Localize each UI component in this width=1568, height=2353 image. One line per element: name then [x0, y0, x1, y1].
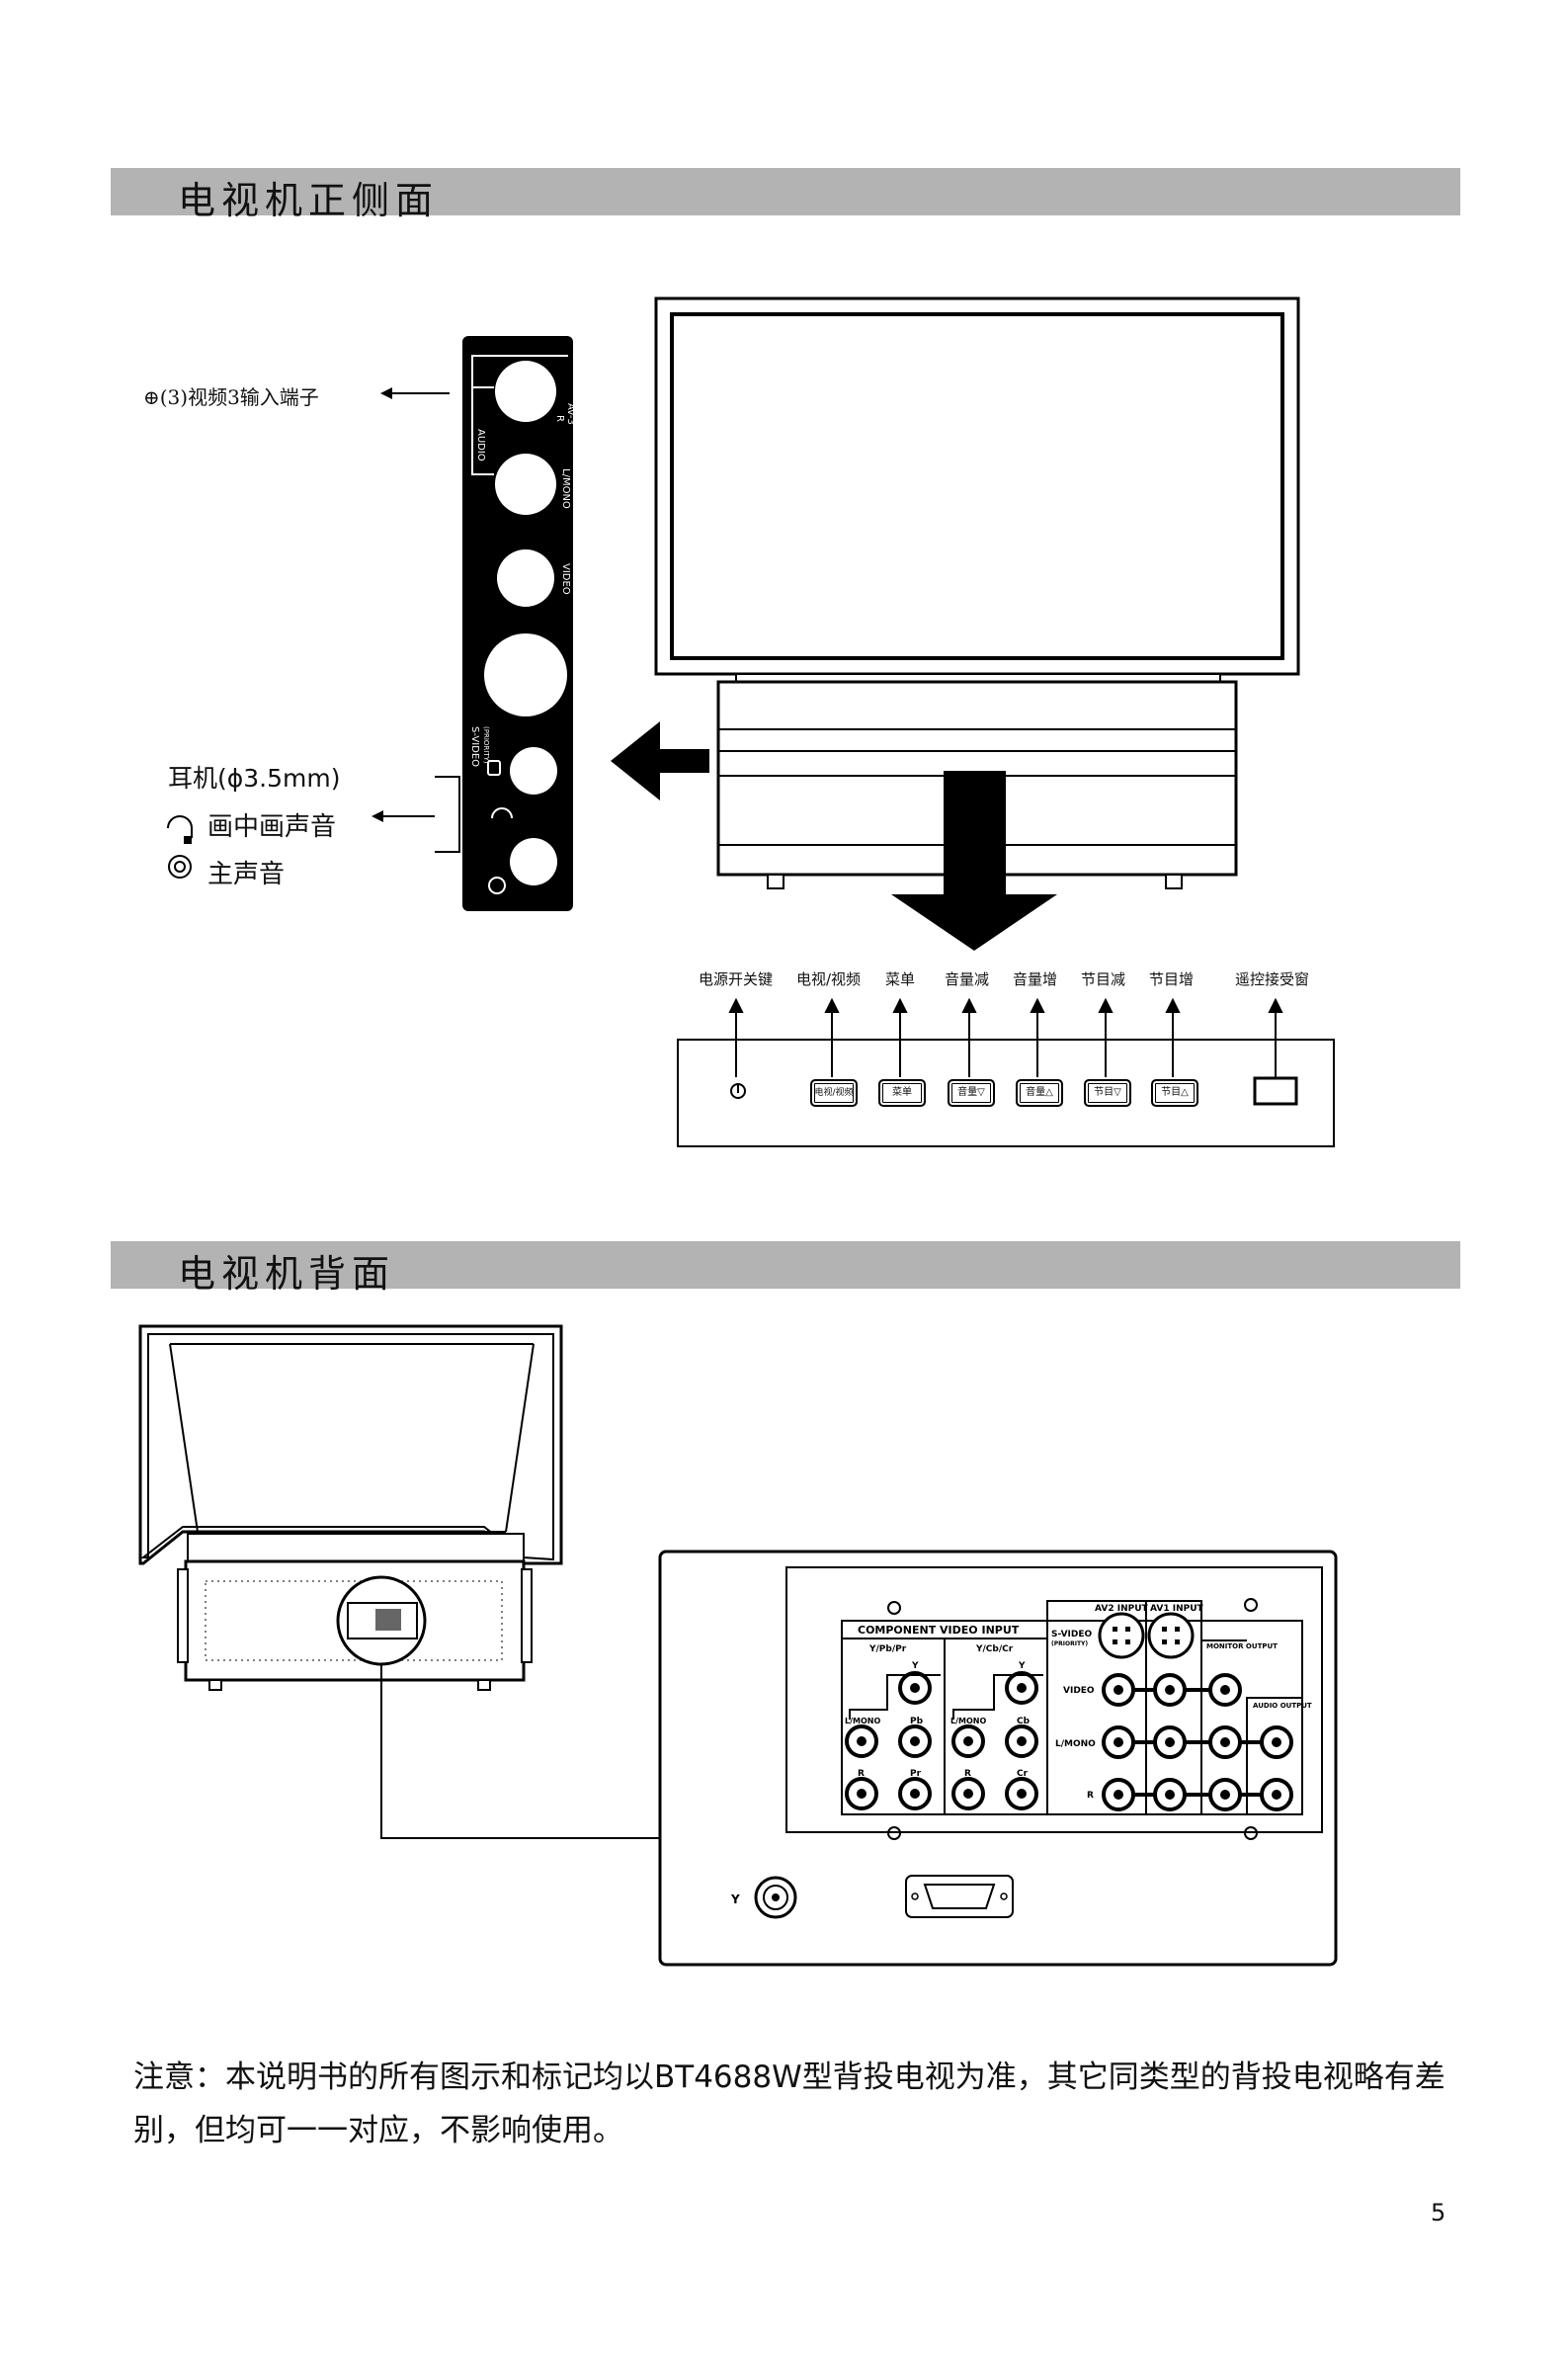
ypbpr-text: Y/Pb/Pr — [868, 1644, 907, 1654]
av2-svideo-jack — [1098, 1612, 1145, 1659]
y1-text: Y — [911, 1661, 919, 1671]
left-arrow-icon — [611, 721, 709, 800]
label-power: 电源开关键 — [699, 970, 774, 988]
main-headphone-icon — [488, 877, 506, 894]
menu-button[interactable]: 菜单 — [878, 1079, 926, 1107]
r1-text: R — [858, 1769, 865, 1779]
tv-screen — [670, 312, 1284, 660]
rear-diagram: COMPONENT VIDEO INPUT Y/Pb/Pr Y/Cb/Cr Y … — [138, 1324, 1338, 1967]
av1-svideo-jack — [1147, 1612, 1195, 1659]
label-ch-up: 节目增 — [1149, 970, 1195, 988]
panel-av3-text: Av-3 — [565, 403, 576, 425]
cr-text: Cr — [1017, 1769, 1029, 1779]
usage-note: 注意：本说明书的所有图示和标记均以BT4688W型背投电视为准，其它同类型的背投… — [133, 2059, 1445, 2148]
volume-up-button[interactable]: 音量△ — [1016, 1079, 1063, 1107]
audio-r-jack — [495, 361, 556, 422]
pip-audio-icon — [167, 815, 193, 838]
panel-r-text: R — [554, 415, 565, 422]
audio-output-text: AUDIO OUTPUT — [1253, 1702, 1312, 1710]
down-arrow-icon — [891, 771, 1057, 951]
monitor-output-text: MONITOR OUTPUT — [1206, 1642, 1278, 1650]
component-header-text: COMPONENT VIDEO INPUT — [858, 1624, 1020, 1637]
pip-audio-label: 画中画声音 — [207, 812, 337, 842]
main-audio-label: 主声音 — [207, 860, 286, 889]
svideo-text: S-VIDEO — [1051, 1630, 1092, 1639]
remote-sensor-window — [1253, 1076, 1298, 1106]
ycbcr-text: Y/Cb/Cr — [975, 1644, 1014, 1654]
front-section-header: 电视机正侧面 — [111, 168, 1460, 222]
main-audio-icon — [168, 855, 192, 879]
front-side-diagram: R Av-3 AUDIO L/MONO VIDEO S-VIDEO (PRIOR… — [167, 296, 1335, 1147]
av2-input-text: AV2 INPUT — [1095, 1604, 1149, 1614]
control-panel — [677, 1039, 1335, 1147]
back-section-header: 电视机背面 — [111, 1241, 1460, 1296]
cb-text: Cb — [1017, 1717, 1031, 1726]
svideo-jack — [484, 633, 567, 716]
rear-lmono-text: L/MONO — [1055, 1739, 1096, 1749]
pip-headphone-icon — [487, 760, 501, 776]
av3-input-label: ⊕(3)视频3输入端子 — [143, 385, 319, 409]
pip-headphone-jack — [510, 747, 557, 795]
headphone-label: 耳机(ϕ3.5mm) — [168, 764, 341, 793]
pb-text: Pb — [910, 1717, 924, 1726]
back-section-title: 电视机背面 — [178, 1252, 396, 1296]
panel-video-text: VIDEO — [560, 563, 571, 595]
panel-lmono-text: L/MONO — [560, 468, 571, 509]
tv-video-button[interactable]: 电视/视频 — [810, 1079, 858, 1107]
label-vol-up: 音量增 — [1013, 970, 1058, 988]
lmono1-text: L/MONO — [845, 1717, 880, 1725]
label-vol-down: 音量减 — [945, 970, 990, 988]
label-menu: 菜单 — [885, 970, 916, 988]
priority-text: (PRIORITY) — [1051, 1640, 1088, 1647]
lmono2-text: L/MONO — [950, 1717, 986, 1725]
video-text: VIDEO — [1063, 1686, 1095, 1696]
av1-input-text: AV1 INPUT — [1150, 1604, 1204, 1614]
label-tv-video: 电视/视频 — [796, 970, 862, 988]
pr-text: Pr — [910, 1769, 922, 1779]
r2-text: R — [964, 1769, 971, 1779]
panel-svideo-text: S-VIDEO — [469, 726, 480, 767]
volume-down-button[interactable]: 音量▽ — [948, 1079, 995, 1107]
label-remote-window: 遥控接受窗 — [1235, 970, 1310, 988]
main-headphone-jack — [510, 838, 557, 885]
video-jack — [497, 549, 554, 607]
channel-down-button[interactable]: 节目▽ — [1084, 1079, 1131, 1107]
antenna-text: Y — [730, 1892, 740, 1906]
page-number: 5 — [1431, 2199, 1446, 2227]
rear-r-text: R — [1087, 1791, 1094, 1801]
panel-priority-text: (PRIORITY) — [482, 726, 490, 764]
channel-up-button[interactable]: 节目△ — [1151, 1079, 1198, 1107]
audio-lmono-jack — [495, 454, 556, 515]
side-jack-panel — [462, 336, 573, 911]
panel-audio-text: AUDIO — [475, 429, 486, 462]
label-ch-down: 节目减 — [1081, 970, 1126, 988]
y2-text: Y — [1018, 1661, 1026, 1671]
front-section-title: 电视机正侧面 — [178, 179, 440, 222]
